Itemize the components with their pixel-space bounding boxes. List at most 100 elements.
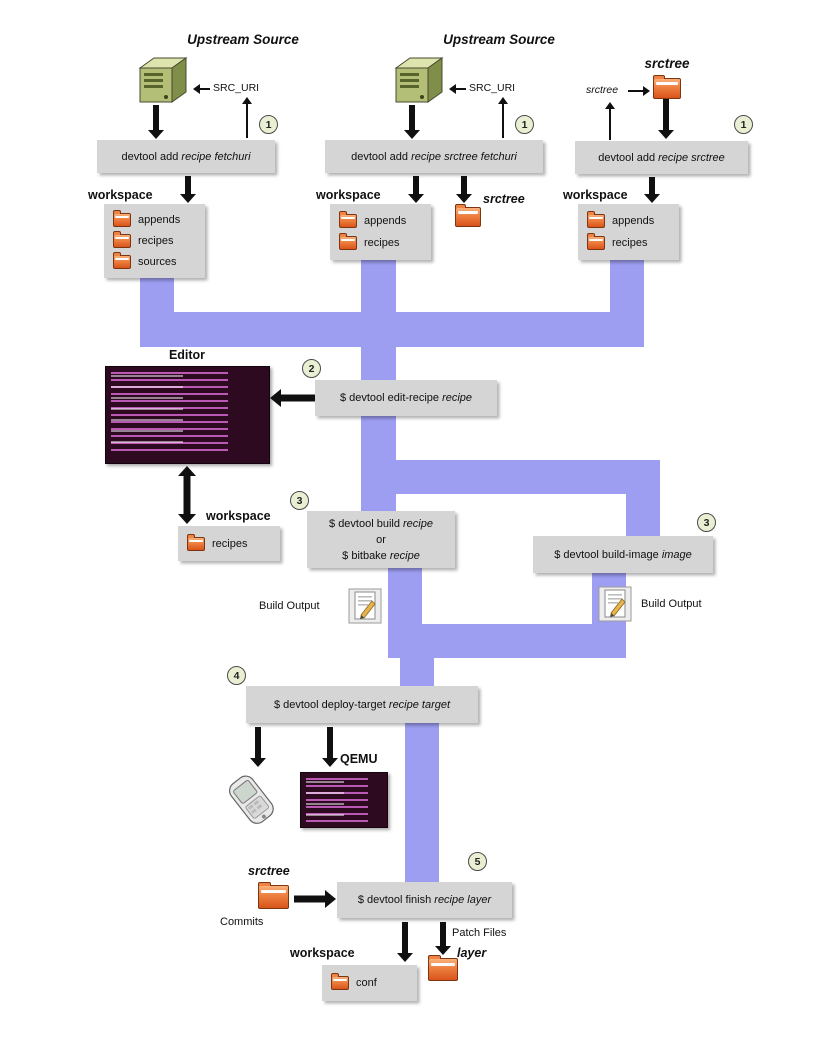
- devtool-build-image-command: $ devtool build-image image: [533, 536, 713, 573]
- arrow-srcuri-to-server-2: [449, 83, 466, 95]
- workspace-item-label: recipes: [612, 237, 648, 249]
- workspace-item: sources: [113, 251, 196, 269]
- workspace-box-1: appends recipes sources: [104, 204, 205, 278]
- workspace-item: appends: [587, 211, 670, 228]
- workspace-box-3: appends recipes: [578, 204, 679, 260]
- command-text: $ devtool build-image: [554, 548, 662, 561]
- step-badge-3a: 3: [290, 491, 309, 510]
- arrow-command-up-3: [604, 102, 616, 140]
- command-separator: or: [376, 533, 386, 546]
- flow-segment: [361, 460, 660, 494]
- command-variable: recipe srctree fetchuri: [411, 150, 517, 163]
- flow-segment: [405, 723, 439, 883]
- workspace-item-label: recipes: [212, 537, 248, 550]
- build-output-icon: [598, 586, 632, 622]
- layer-label: layer: [457, 946, 487, 960]
- command-text: devtool add: [121, 150, 182, 163]
- command-variable: recipe layer: [434, 894, 492, 906]
- arrow-finish-to-layer: [435, 922, 451, 955]
- build-output-label-left: Build Output: [259, 600, 320, 612]
- src-uri-label-1: SRC_URI: [213, 82, 260, 94]
- workspace-box-2: appends recipes: [330, 204, 431, 260]
- arrow-folder-to-command-3: [658, 99, 674, 139]
- srctree-folder-icon: [653, 75, 681, 99]
- command-text: devtool add: [351, 150, 412, 163]
- arrow-command-to-workspace-1: [180, 176, 196, 203]
- folder-icon: [113, 251, 131, 269]
- folder-icon: [187, 533, 205, 551]
- folder-icon: [339, 233, 357, 250]
- folder-icon: [587, 211, 605, 228]
- arrow-server-to-command-1: [148, 105, 164, 139]
- qemu-label: QEMU: [340, 752, 378, 766]
- workspace-item: appends: [113, 210, 196, 228]
- command-variable: image: [661, 548, 692, 561]
- patch-files-label: Patch Files: [452, 927, 507, 939]
- src-uri-label-2: SRC_URI: [469, 82, 516, 94]
- workspace-title-1: workspace: [88, 188, 153, 202]
- command-text: devtool add: [598, 151, 659, 164]
- devtool-add-srctree-command: devtool add recipe srctree: [575, 141, 748, 174]
- step-badge-5: 5: [468, 852, 487, 871]
- qemu-terminal-screenshot: [300, 772, 388, 828]
- workspace-box-finish: conf: [322, 965, 417, 1001]
- step-badge-1c: 1: [734, 115, 753, 134]
- arrow-deploy-to-device: [250, 727, 266, 767]
- workspace-item-label: conf: [356, 977, 377, 989]
- arrow-srctree-to-finish: [294, 890, 336, 908]
- layer-folder-icon: [428, 955, 458, 981]
- devtool-build-command: $ devtool build recipe or $ bitbake reci…: [307, 511, 455, 568]
- command-variable: recipe: [442, 392, 473, 404]
- editor-terminal-screenshot: [105, 366, 270, 464]
- workspace-item: appends: [339, 211, 422, 228]
- workspace-title-editor: workspace: [206, 509, 271, 523]
- command-text: $ devtool edit-recipe: [339, 392, 443, 404]
- folder-icon: [331, 973, 349, 990]
- upstream-source-title-2: Upstream Source: [443, 32, 555, 47]
- step-badge-2: 2: [302, 359, 321, 378]
- srctree-folder-icon: [455, 204, 481, 227]
- arrow-deploy-to-qemu: [322, 727, 338, 767]
- srctree-label-2: srctree: [483, 192, 525, 206]
- command-variable: recipe fetchuri: [181, 150, 251, 163]
- folder-icon: [587, 233, 605, 250]
- srctree-title-3: srctree: [644, 56, 690, 71]
- arrow-command-to-workspace-3: [644, 177, 660, 203]
- workspace-item-label: recipes: [138, 234, 174, 247]
- workspace-item-label: sources: [138, 255, 177, 268]
- command-text: $ bitbake recipe: [342, 549, 420, 562]
- workspace-item: recipes: [587, 233, 670, 250]
- command-text: $ devtool deploy-target: [273, 698, 389, 711]
- arrow-command-to-workspace-2: [408, 176, 424, 203]
- workspace-item: recipes: [187, 533, 271, 551]
- arrow-srcuri-to-server-1: [193, 83, 210, 95]
- server-icon: [388, 55, 446, 105]
- workspace-item: recipes: [113, 230, 196, 248]
- commits-label: Commits: [220, 916, 264, 928]
- arrow-command-to-srcuri-2: [497, 97, 509, 138]
- arrow-command-to-editor: [270, 389, 315, 407]
- workspace-title-3: workspace: [563, 188, 628, 202]
- editor-title: Editor: [168, 348, 206, 362]
- folder-icon: [113, 210, 131, 228]
- devtool-add-srctree-fetchuri-command: devtool add recipe srctree fetchuri: [325, 140, 543, 173]
- build-output-label-right: Build Output: [641, 598, 702, 610]
- flow-segment: [400, 624, 434, 688]
- workspace-box-editor: recipes: [178, 526, 280, 561]
- phone-icon: [218, 768, 288, 834]
- devtool-add-fetchuri-command: devtool add recipe fetchuri: [97, 140, 275, 173]
- srctree-pointer-label: srctree: [586, 84, 619, 96]
- command-text: $ devtool finish: [357, 894, 435, 906]
- arrow-finish-to-workspace: [397, 922, 413, 962]
- step-badge-3b: 3: [697, 513, 716, 532]
- workspace-item: conf: [331, 973, 408, 990]
- flow-segment: [626, 460, 660, 538]
- build-output-icon: [348, 588, 382, 624]
- command-variable: recipe target: [388, 698, 451, 711]
- srctree-folder-icon: [258, 882, 289, 909]
- step-badge-4: 4: [227, 666, 246, 685]
- devtool-finish-command: $ devtool finish recipe layer: [337, 882, 512, 918]
- folder-icon: [339, 211, 357, 228]
- srctree-label-finish: srctree: [248, 864, 290, 878]
